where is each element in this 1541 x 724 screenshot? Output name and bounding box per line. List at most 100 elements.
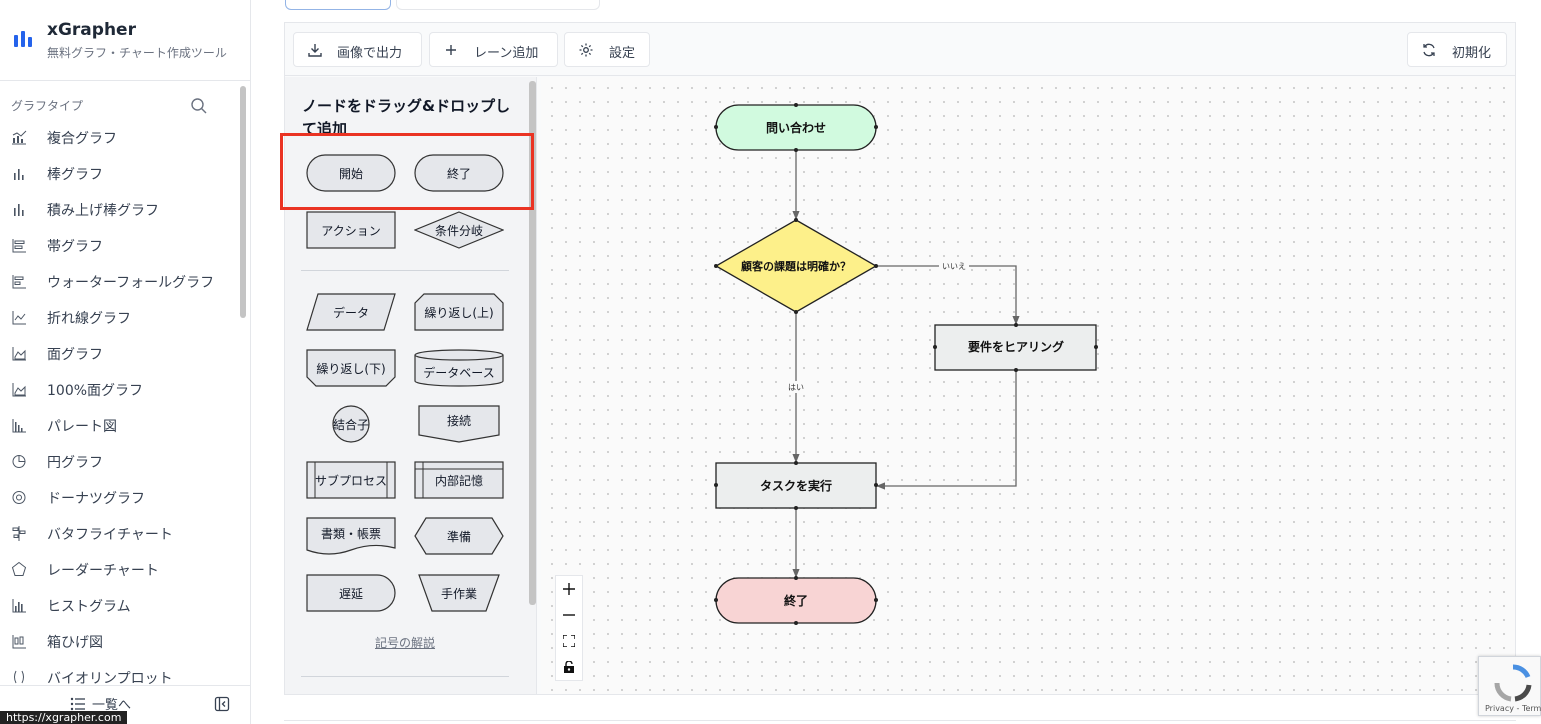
plus-icon (563, 583, 575, 595)
lock-button[interactable] (556, 654, 582, 680)
palette-node-offpage[interactable]: 接続 (414, 405, 504, 443)
download-icon (308, 44, 322, 57)
palette-node-preparation[interactable]: 準備 (414, 517, 504, 555)
palette-node-delay[interactable]: 遅延 (306, 574, 396, 612)
sidebar-item-stacked-bar[interactable]: 積み上げ棒グラフ (0, 191, 236, 227)
palette-node-loop-bottom-label: 繰り返し(下) (316, 361, 386, 376)
node-inquiry-label: 問い合わせ (766, 120, 826, 135)
sidebar-item-combo-chart[interactable]: 複合グラフ (0, 119, 236, 155)
line-chart-icon (12, 311, 26, 325)
sidebar-item-line-chart[interactable]: 折れ線グラフ (0, 299, 236, 335)
zoom-in-button[interactable] (556, 576, 582, 602)
palette-node-loop-top[interactable]: 繰り返し(上) (414, 293, 504, 331)
donut-icon (12, 491, 26, 504)
app-name[interactable]: xGrapher (47, 20, 136, 40)
palette-node-database[interactable]: データベース (414, 349, 504, 387)
palette-node-condition[interactable]: 条件分岐 (414, 211, 504, 249)
fit-view-button[interactable] (556, 628, 582, 654)
palette-node-loop-bottom[interactable]: 繰り返し(下) (306, 349, 396, 387)
flow-diagram: いいえ はい 問い合わせ 顧客の課題は明確か？ 要件をヒアリング タスクを実行 … (714, 103, 1098, 625)
sidebar-item-area-100[interactable]: 100%面グラフ (0, 371, 236, 407)
refresh-icon (1423, 43, 1435, 57)
palette-node-action[interactable]: アクション (306, 211, 396, 249)
sidebar-scrollbar[interactable] (240, 86, 246, 318)
sidebar-item-label: 100%面グラフ (47, 383, 144, 399)
add-lane-button[interactable]: レーン追加 (429, 32, 558, 67)
recaptcha-terms[interactable]: Privacy - Terms (1485, 704, 1541, 713)
edge-label-no: いいえ (942, 262, 966, 271)
node-task (715, 462, 877, 509)
toolbar: 画像で出力 レーン追加 設定 初期化 (285, 23, 1515, 76)
boxplot-icon (12, 635, 26, 649)
sidebar-item-pareto[interactable]: パレート図 (0, 407, 236, 443)
annotation-highlight-box (280, 133, 534, 210)
sidebar-item-histogram[interactable]: ヒストグラム (0, 587, 236, 623)
sidebar-item-pie[interactable]: 円グラフ (0, 443, 236, 479)
bottom-divider (284, 720, 1516, 721)
zoom-controls (555, 575, 583, 681)
sidebar-item-area-chart[interactable]: 面グラフ (0, 335, 236, 371)
flow-canvas[interactable]: いいえ はい 問い合わせ 顧客の課題は明確か？ 要件をヒアリング タスクを実行 … (541, 77, 1515, 694)
palette-node-start[interactable]: 開始 (306, 154, 396, 192)
palette-node-data[interactable]: データ (306, 293, 396, 331)
node-end-label: 終了 (784, 593, 808, 608)
settings-button[interactable]: 設定 (564, 32, 650, 67)
palette-node-internal-storage[interactable]: 内部記憶 (414, 461, 504, 499)
palette-divider-bottom (301, 676, 509, 677)
node-task-label: タスクを実行 (760, 478, 832, 493)
node-palette: ノードをドラッグ&ドロップして追加 開始 終了 アクション 条件分岐 データ 繰… (285, 77, 537, 694)
zoom-out-button[interactable] (556, 602, 582, 628)
sidebar-item-label: 積み上げ棒グラフ (47, 203, 159, 219)
palette-divider (301, 270, 509, 271)
palette-scrollbar[interactable] (529, 81, 536, 605)
sidebar-item-butterfly[interactable]: バタフライチャート (0, 515, 236, 551)
palette-node-action-label: アクション (321, 223, 381, 238)
palette-node-data-label: データ (332, 305, 369, 320)
palette-node-connector[interactable]: 結合子 (306, 405, 396, 443)
bar-chart-icon (14, 169, 24, 180)
sidebar-item-radar[interactable]: レーダーチャート (0, 551, 236, 587)
status-bar-url: https://xgrapher.com (0, 711, 128, 724)
waterfall-icon (12, 275, 26, 289)
settings-label: 設定 (609, 46, 636, 61)
flowchart-editor: 画像で出力 レーン追加 設定 初期化 ノードをドラッグ&ドロップして追加 (284, 22, 1516, 695)
top-tab[interactable] (396, 0, 600, 10)
recaptcha-icon (1494, 664, 1532, 702)
sidebar-item-label: レーダーチャート (47, 563, 159, 579)
search-icon[interactable] (190, 97, 208, 115)
palette-node-end[interactable]: 終了 (414, 154, 504, 192)
add-lane-label: レーン追加 (474, 46, 539, 61)
logo-icon (14, 31, 32, 47)
sidebar-item-label: 円グラフ (47, 455, 103, 471)
sidebar-item-bar-chart[interactable]: 棒グラフ (0, 155, 236, 191)
list-view-button[interactable]: 一覧へ (70, 694, 131, 713)
sidebar-item-violin[interactable]: バイオリンプロット (0, 659, 236, 685)
palette-node-start-label: 開始 (338, 166, 363, 181)
palette-title: ノードをドラッグ&ドロップして追加 (302, 97, 511, 135)
list-icon (70, 697, 85, 710)
area-chart-icon (12, 347, 26, 361)
collapse-sidebar-icon[interactable] (214, 696, 230, 712)
palette-node-subprocess-label: サブプロセス (314, 473, 387, 488)
sidebar-item-boxplot[interactable]: 箱ひげ図 (0, 623, 236, 659)
palette-node-delay-label: 遅延 (338, 586, 363, 601)
recaptcha-badge[interactable]: Privacy - Terms (1478, 656, 1541, 716)
palette-node-subprocess[interactable]: サブプロセス (306, 461, 396, 499)
plus-icon (446, 45, 456, 55)
node-hearing-label: 要件をヒアリング (968, 339, 1064, 354)
sidebar-item-band-chart[interactable]: 帯グラフ (0, 227, 236, 263)
edge-hearing-task (876, 370, 1017, 490)
sidebar-item-label: 折れ線グラフ (47, 311, 131, 327)
export-image-button[interactable]: 画像で出力 (293, 32, 422, 67)
sidebar-item-donut[interactable]: ドーナツグラフ (0, 479, 236, 515)
gear-icon (579, 43, 593, 57)
sidebar-item-waterfall[interactable]: ウォーターフォールグラフ (0, 263, 236, 299)
sidebar-item-label: 面グラフ (47, 347, 103, 363)
reset-button[interactable]: 初期化 (1407, 32, 1507, 67)
palette-node-internal-storage-label: 内部記憶 (434, 473, 483, 488)
top-tab-active[interactable] (285, 0, 391, 10)
palette-node-document[interactable]: 書類・帳票 (306, 517, 396, 555)
symbol-guide-link[interactable]: 記号の解説 (375, 636, 436, 650)
palette-node-manual[interactable]: 手作業 (414, 574, 504, 612)
palette-node-manual-label: 手作業 (440, 586, 477, 601)
